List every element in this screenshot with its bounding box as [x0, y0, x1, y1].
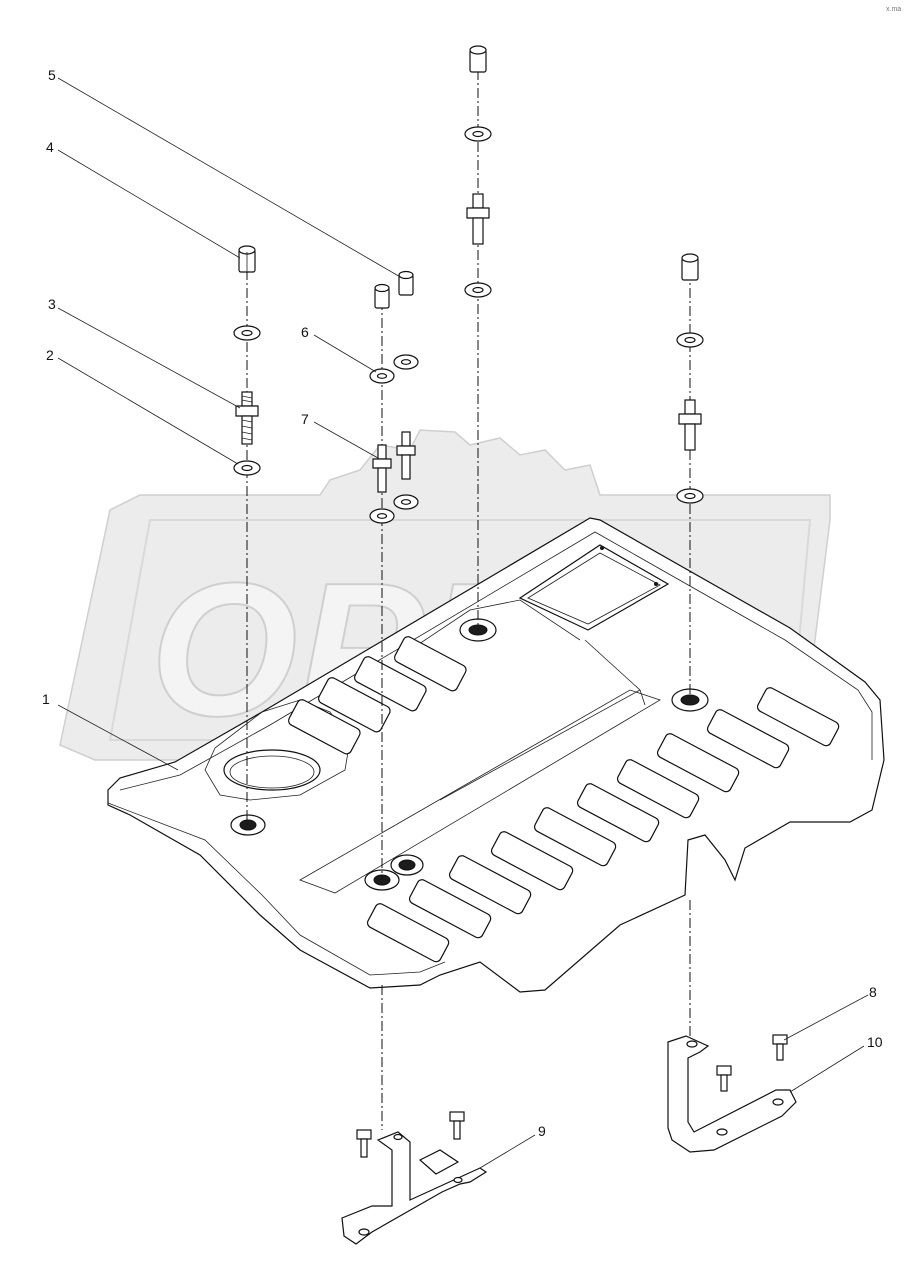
bracket-10	[667, 1034, 797, 1153]
cover-slots-right	[366, 687, 840, 963]
fastener-stack-top	[464, 45, 492, 298]
washer-top-lower	[464, 282, 492, 298]
callout-6: 6	[301, 324, 309, 340]
washer-center-b	[393, 354, 419, 370]
callout-8: 8	[869, 984, 877, 1000]
callout-9: 9	[538, 1123, 546, 1139]
bolt-bracket-9-b	[449, 1111, 465, 1140]
fastener-stack-left	[233, 245, 261, 476]
washer-left-lower	[233, 460, 261, 476]
stud-bolt-center-b	[396, 431, 416, 480]
corner-mark: x.ma	[886, 6, 901, 13]
washer-center-a	[369, 368, 395, 384]
hex-nut-right	[681, 253, 699, 281]
fastener-stack-center	[369, 270, 419, 524]
stud-bolt-right	[678, 399, 702, 451]
cover-slots-left	[288, 636, 467, 755]
callout-10: 10	[867, 1034, 883, 1050]
callout-7: 7	[301, 411, 309, 427]
leader-lines	[57, 77, 869, 1169]
bolt-bracket-10-b	[716, 1065, 732, 1092]
stud-bolt-left	[235, 391, 259, 445]
stud-bolt-center-a	[372, 444, 392, 493]
callout-5: 5	[48, 67, 56, 83]
washer-left-upper	[233, 325, 261, 341]
stud-bolt-top	[466, 193, 490, 245]
assembly-axes	[246, 70, 691, 1130]
bolt-bracket-10-a	[772, 1034, 788, 1061]
fastener-stack-right	[676, 253, 704, 504]
hex-nut-top	[469, 45, 487, 73]
hex-nut-center-b	[398, 270, 414, 296]
washer-center-c	[369, 508, 395, 524]
callout-labels: 1 2 3 4 5 6 7 8 9 10	[42, 67, 883, 1139]
washer-center-d	[393, 494, 419, 510]
hex-nut-center-a	[374, 283, 390, 309]
callout-3: 3	[48, 296, 56, 312]
washer-top-upper	[464, 126, 492, 142]
callout-2: 2	[46, 347, 54, 363]
bracket-9	[341, 1111, 488, 1245]
hex-nut-left	[238, 245, 256, 273]
callout-1: 1	[42, 691, 50, 707]
bolt-bracket-9-a	[356, 1129, 372, 1158]
washer-right-lower	[676, 488, 704, 504]
callout-4: 4	[46, 139, 54, 155]
washer-right-upper	[676, 332, 704, 348]
